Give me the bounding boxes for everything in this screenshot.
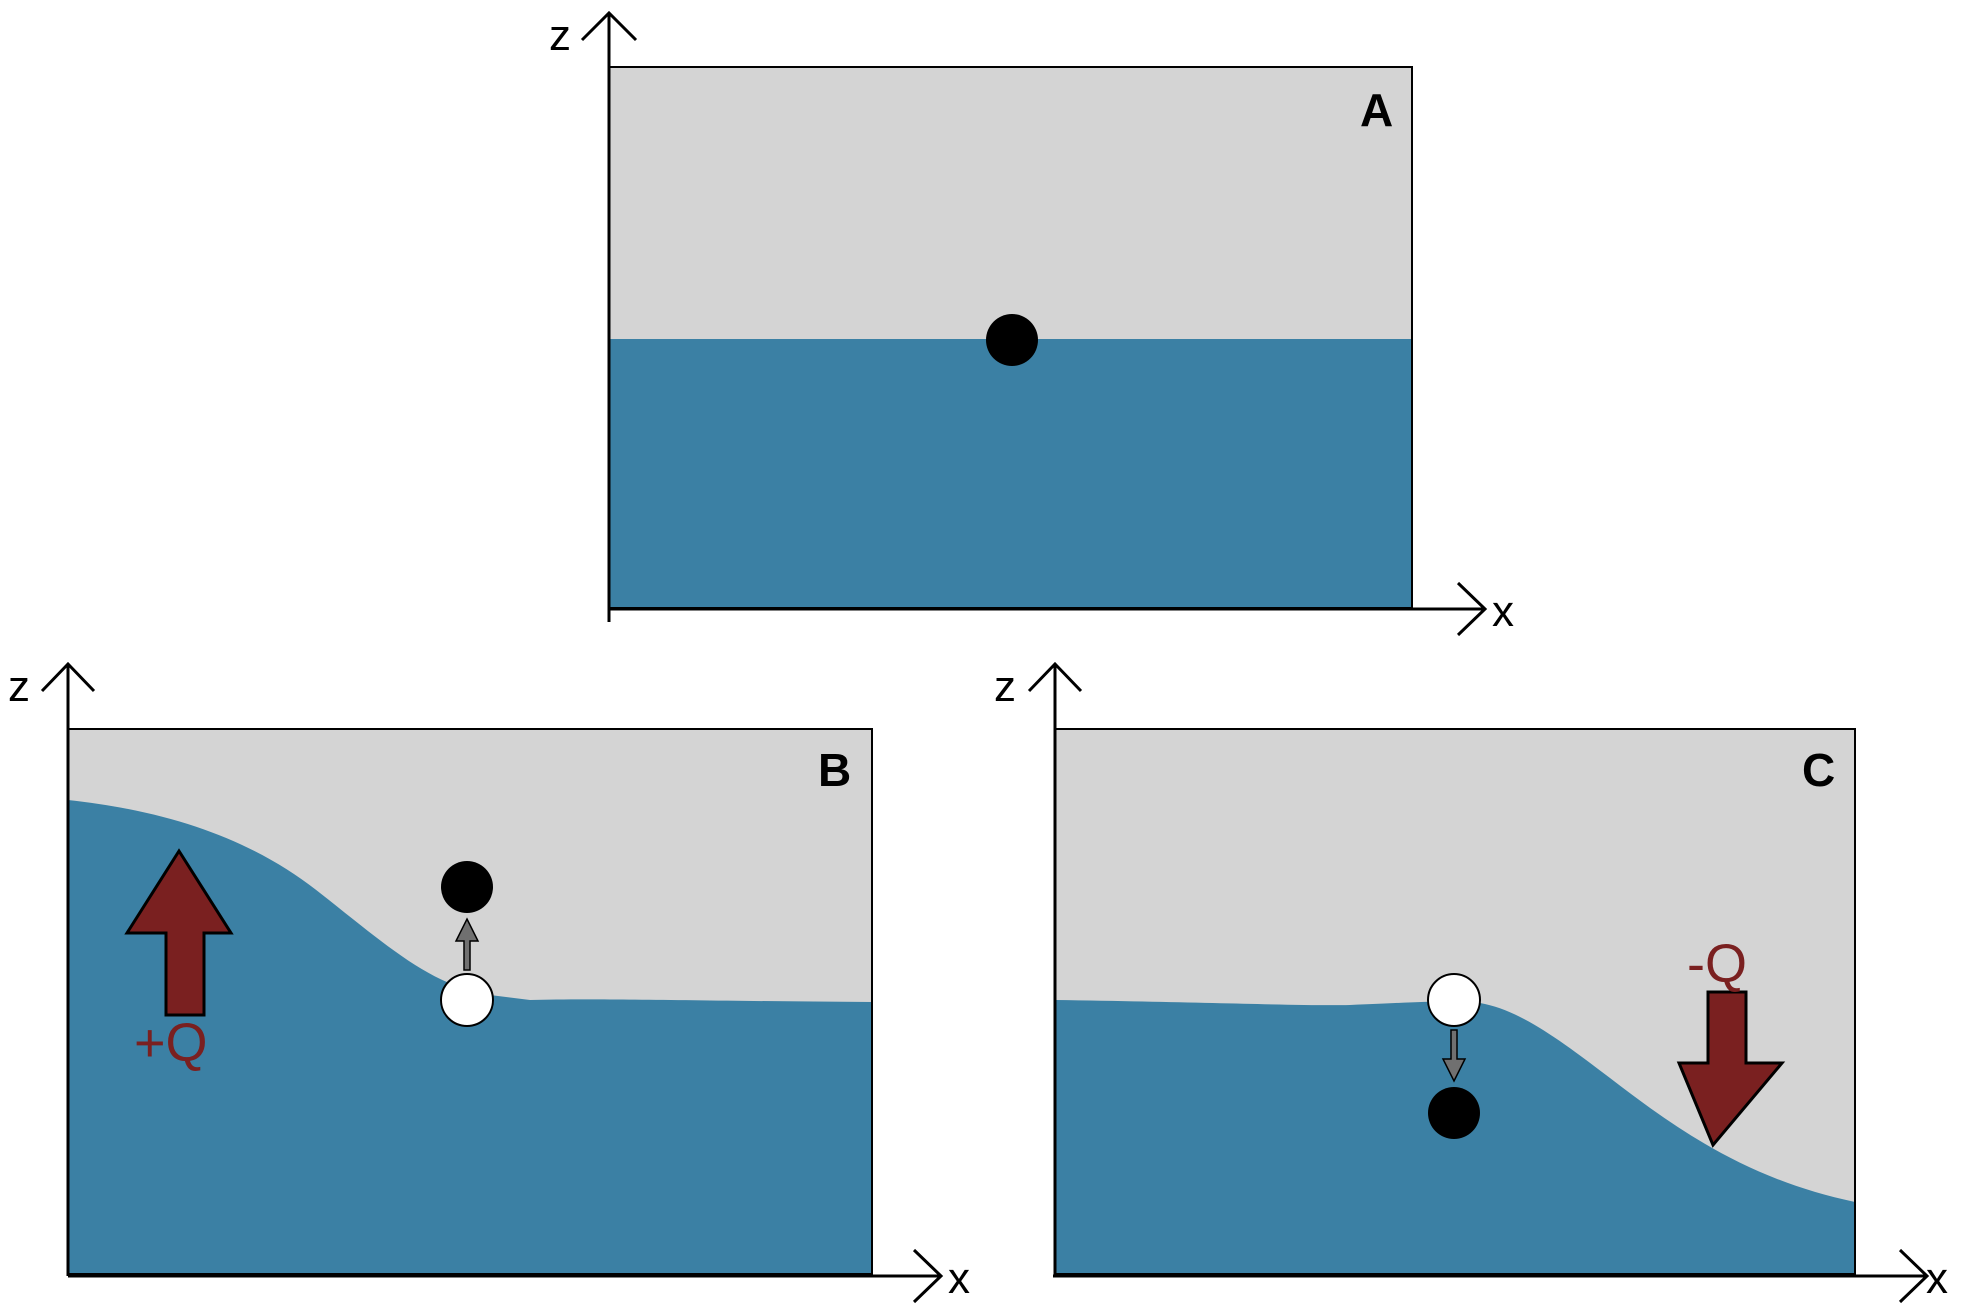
panel-b-water [68, 800, 872, 1274]
panel-a-label: A [1360, 84, 1393, 136]
panel-b: z x B +Q [8, 661, 970, 1304]
panel-b-x-arrowhead [912, 1248, 944, 1304]
panel-a-x-arrowhead [1456, 581, 1488, 637]
panel-b-particle-final [441, 861, 493, 913]
panel-c-particle-final [1428, 1087, 1480, 1139]
panel-b-z-label: z [8, 662, 30, 711]
panel-b-label: B [818, 744, 851, 796]
panel-c-heat-arrow-down [1676, 990, 1786, 1148]
panel-c-label: C [1802, 744, 1835, 796]
panel-b-z-arrowhead [40, 661, 96, 693]
panel-a-z-arrowhead [580, 10, 638, 42]
panel-a-x-label: x [1492, 587, 1514, 636]
panel-a: z x A [549, 10, 1514, 637]
panel-c-displacement-arrow-down [1441, 1029, 1467, 1083]
panel-c-particle-initial [1427, 973, 1481, 1027]
panel-b-heat-arrow-up [124, 848, 234, 1017]
panel-b-heat-label: +Q [134, 1013, 208, 1073]
panel-c-z-arrowhead [1027, 661, 1083, 693]
panel-c-z-label: z [994, 662, 1016, 711]
panel-b-displacement-arrow-up [454, 917, 480, 971]
panel-b-x-label: x [948, 1254, 970, 1303]
panel-a-air [609, 67, 1412, 339]
panel-b-particle-initial [440, 973, 494, 1027]
panel-c: z x C -Q [994, 661, 1948, 1304]
panel-c-x-arrowhead [1898, 1248, 1930, 1304]
panel-c-heat-label: -Q [1687, 934, 1747, 994]
panel-a-water [609, 339, 1412, 608]
panel-a-particle [986, 314, 1038, 366]
panel-a-z-label: z [549, 11, 571, 60]
panel-c-x-label: x [1926, 1254, 1948, 1303]
